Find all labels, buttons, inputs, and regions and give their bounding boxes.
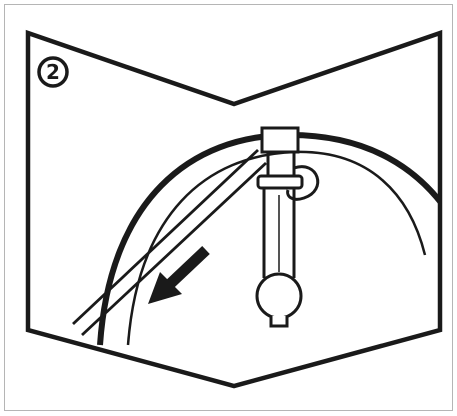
vertical-holder (255, 126, 320, 328)
circled-number-icon (37, 56, 69, 88)
arrow-down-left-icon (148, 246, 210, 304)
step-number-badge: 2 (37, 56, 69, 88)
step-number-label: 2 (46, 60, 60, 84)
diagonal-rod (72, 148, 267, 337)
instruction-panel-outline (25, 29, 443, 389)
